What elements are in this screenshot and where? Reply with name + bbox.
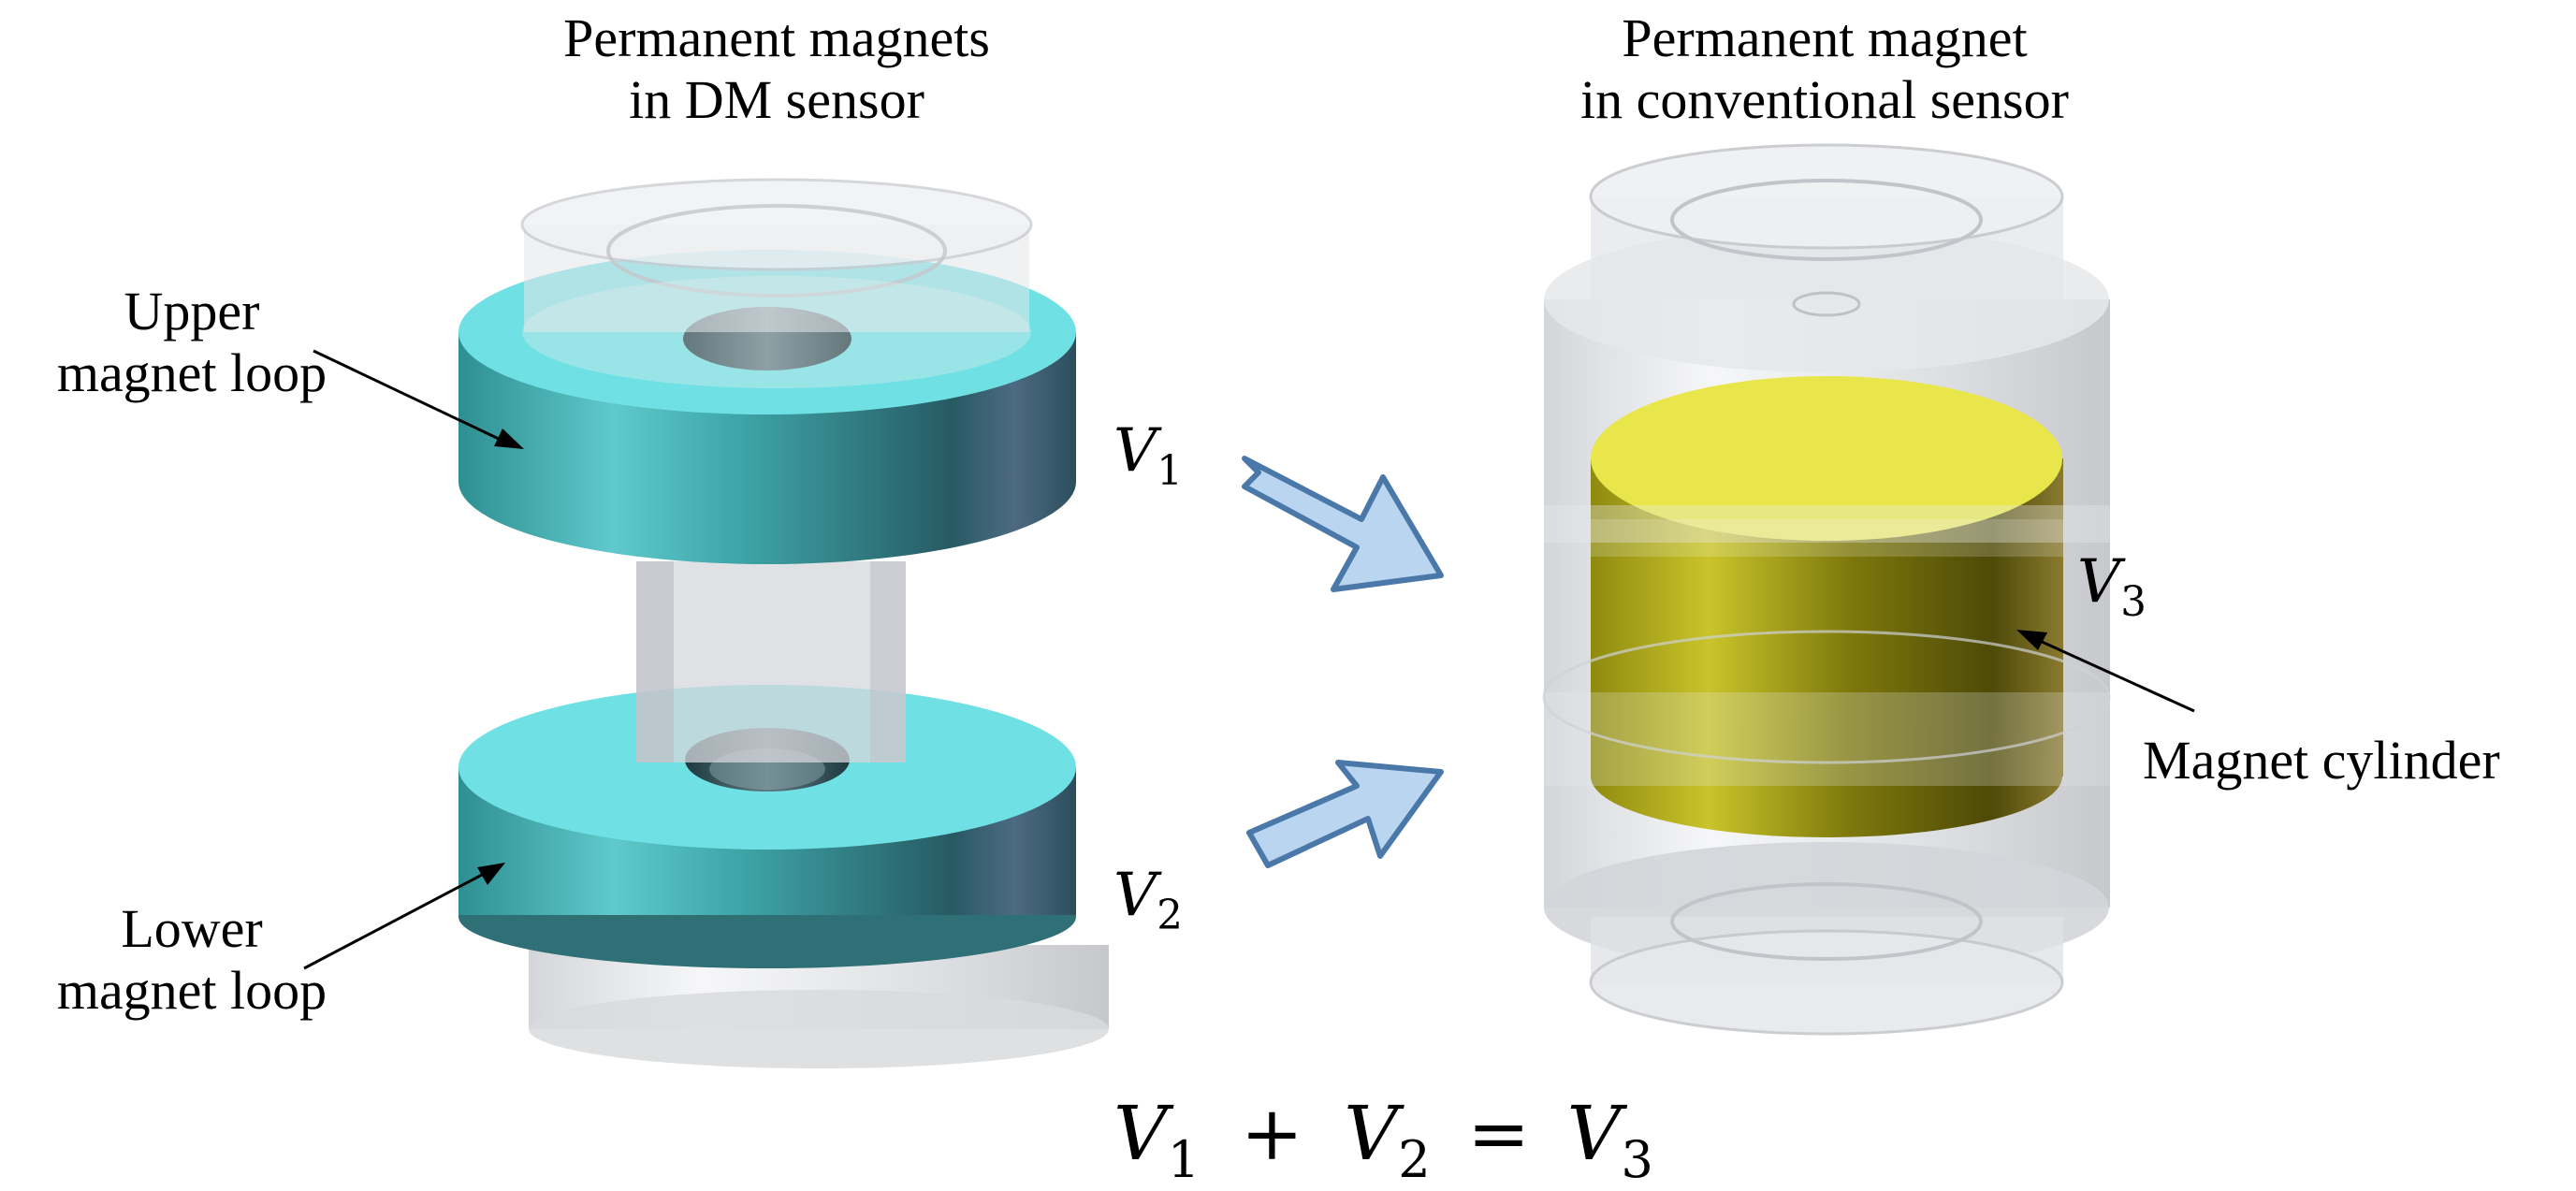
v1-sub: 1 [1157, 448, 1183, 496]
eq-plus: + [1240, 1090, 1303, 1177]
v2-var: V [1113, 861, 1157, 930]
right-arrow-lower [1246, 760, 1444, 868]
eq-a-sub: 1 [1167, 1130, 1201, 1190]
eq-b: V [1344, 1090, 1399, 1177]
v2-sub: 2 [1157, 893, 1183, 940]
eq-b-sub: 2 [1398, 1130, 1431, 1190]
lower-magnet-loop-label-line2: magnet loop [56, 960, 327, 1021]
right-arrow-upper [1242, 456, 1444, 592]
dm-sensor-title-line2: in DM sensor [629, 69, 924, 130]
volume-equation: V1 + V2 = V3 [1113, 1090, 1653, 1189]
conventional-sensor-title-line1: Permanent magnet [1622, 7, 2028, 68]
v3-var: V [2077, 547, 2121, 617]
volume-v1-label: V1 [1113, 416, 1183, 495]
lower-magnet-loop [458, 685, 1076, 968]
housing-overlay [1542, 505, 2111, 786]
conventional-sensor-assembly [1542, 143, 2111, 1036]
lower-magnet-loop-label: Lower magnet loop [19, 898, 365, 1022]
magnet-cylinder-label: Magnet cylinder [2143, 730, 2500, 791]
v1-var: V [1113, 416, 1157, 486]
upper-magnet-loop-label-line1: Upper [124, 281, 260, 341]
leader-upper-loop [313, 349, 524, 449]
dm-sensor-title-line1: Permanent magnets [563, 7, 990, 68]
v3-sub: 3 [2120, 579, 2147, 627]
conventional-sensor-title-line2: in conventional sensor [1580, 69, 2069, 130]
dm-sensor-title: Permanent magnets in DM sensor [505, 7, 1048, 131]
leader-magnet-cylinder [2016, 630, 2195, 713]
upper-magnet-loop-label-line2: magnet loop [56, 342, 327, 403]
volume-v3-label: V3 [2077, 547, 2147, 626]
lower-magnet-loop-label-line1: Lower [121, 898, 263, 959]
eq-c-sub: 3 [1621, 1130, 1653, 1190]
eq-equals: = [1467, 1090, 1531, 1177]
conventional-sensor-title: Permanent magnet in conventional sensor [1506, 7, 2143, 131]
center-post [636, 561, 906, 763]
upper-housing-cap [520, 178, 1033, 388]
upper-magnet-loop-label: Upper magnet loop [19, 281, 365, 404]
leader-lower-loop [303, 863, 505, 970]
dm-sensor-assembly [458, 178, 1109, 1068]
eq-c: V [1566, 1090, 1622, 1177]
volume-v2-label: V2 [1113, 861, 1183, 939]
eq-a: V [1113, 1090, 1168, 1177]
magnet-cylinder [1591, 376, 2063, 837]
